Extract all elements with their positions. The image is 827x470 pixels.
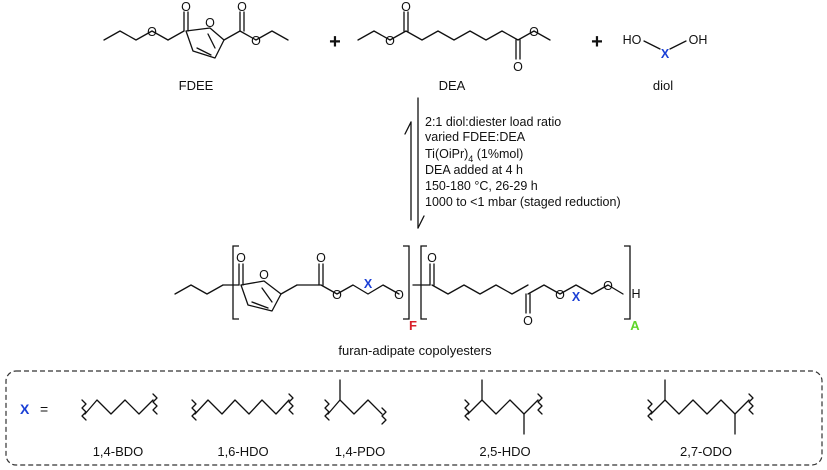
diol-16-hdo (191, 393, 294, 421)
legend-item-16-hdo: 1,6-HDO (217, 444, 268, 459)
product-o-furan: O (259, 268, 269, 282)
plus-sign-2: + (591, 31, 603, 53)
product-o-ester-4: O (603, 279, 613, 293)
legend-item-14-pdo: 1,4-PDO (335, 444, 386, 459)
legend-item-14-bdo: 1,4-BDO (93, 444, 144, 459)
dea-o-carbonyl-right: O (513, 60, 523, 74)
reaction-conditions: 2:1 diol:diester load ratio varied FDEE:… (425, 115, 621, 209)
plus-sign-1: + (329, 31, 341, 53)
product-o-carbonyl-4: O (523, 314, 533, 328)
condition-dea-addition: DEA added at 4 h (425, 163, 523, 177)
equilibrium-arrows (404, 97, 425, 229)
condition-load-ratio: 2:1 diol:diester load ratio (425, 115, 561, 129)
condition-fdee-dea: varied FDEE:DEA (425, 130, 526, 144)
product-label: furan-adipate copolyesters (338, 343, 492, 358)
condition-pressure: 1000 to <1 mbar (staged reduction) (425, 195, 621, 209)
dea-o-ester-right: O (529, 25, 539, 39)
legend-x-label: X (20, 401, 30, 417)
diol-ho: HO (623, 33, 642, 47)
product-o-carbonyl-1: O (236, 251, 246, 265)
dea-o-carbonyl-left: O (401, 0, 411, 14)
catalyst-loading: (1%mol) (473, 147, 523, 161)
product-o-ester-3: O (555, 288, 565, 302)
catalyst-name: Ti(OiPr) (425, 147, 468, 161)
legend-item-27-odo: 2,7-ODO (680, 444, 732, 459)
diol-14-pdo (324, 379, 387, 425)
dea-o-ester-left: O (385, 34, 395, 48)
dea-structure (357, 11, 551, 60)
diol-14-bdo (81, 393, 158, 421)
condition-temperature: 150-180 °C, 26-29 h (425, 179, 538, 193)
fdee-o-carbonyl-right: O (237, 0, 247, 14)
product-end-h: H (631, 287, 640, 301)
diol-27-odo (647, 379, 754, 435)
diol-x: X (661, 47, 670, 61)
subscript-a: A (630, 318, 640, 333)
product-o-carbonyl-2: O (316, 251, 326, 265)
product-structure (174, 245, 631, 320)
product-o-carbonyl-3: O (427, 251, 437, 265)
fdee-o-carbonyl-left: O (181, 0, 191, 14)
diol-label: diol (653, 78, 673, 93)
product-x-2: X (572, 290, 581, 304)
catalyst-subscript: 4 (468, 154, 473, 164)
subscript-f: F (409, 318, 417, 333)
fdee-o-ester-left: O (147, 25, 157, 39)
diol-oh: OH (689, 33, 708, 47)
legend-item-25-hdo: 2,5-HDO (479, 444, 530, 459)
fdee-label: FDEE (179, 78, 214, 93)
fdee-o-furan: O (205, 16, 215, 30)
legend-equals: = (40, 401, 48, 417)
dea-label: DEA (439, 78, 466, 93)
condition-catalyst: Ti(OiPr)4 (1%mol) (425, 147, 523, 164)
product-o-ester-1: O (332, 288, 342, 302)
fdee-structure (103, 11, 289, 59)
x-definition-box (5, 370, 823, 466)
product-o-ester-2: O (394, 288, 404, 302)
fdee-o-ester-right: O (251, 34, 261, 48)
product-x-1: X (364, 277, 373, 291)
diol-25-hdo (464, 379, 543, 435)
